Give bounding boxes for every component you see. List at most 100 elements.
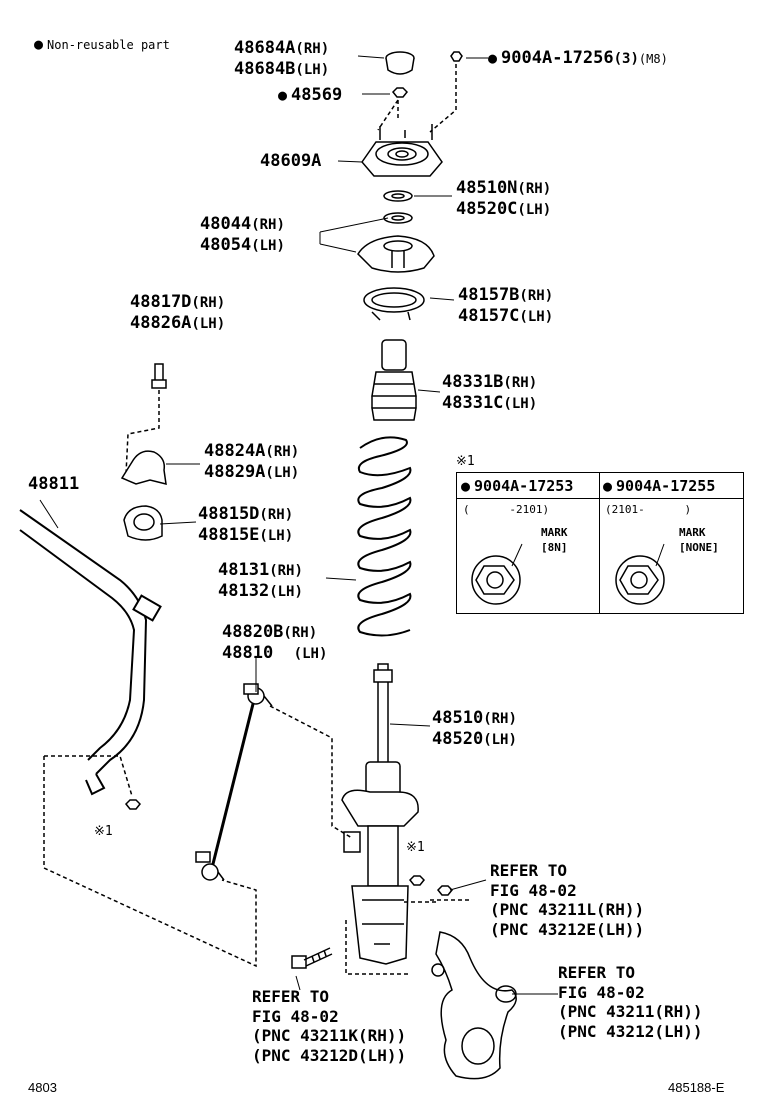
legend-text: Non-reusable part bbox=[47, 38, 170, 52]
part-side: (LH) bbox=[503, 396, 538, 412]
label-48044: 48044(RH)48054(LH) bbox=[200, 214, 285, 256]
part-side: (RH) bbox=[295, 41, 330, 57]
label-48331: 48331B(RH) 48331C(LH) bbox=[442, 372, 537, 414]
table-col-2: 9004A-17255 (2101- ) MARK [NONE] bbox=[599, 473, 743, 613]
part-number: 48157B bbox=[458, 285, 520, 305]
table-nut-1-drawing bbox=[471, 555, 521, 605]
part-number: 48044 bbox=[200, 214, 252, 234]
part-number: 48684B bbox=[234, 59, 296, 79]
part-number: 48684A bbox=[234, 38, 296, 58]
label-48824: 48824A(RH)48829A(LH) bbox=[204, 441, 299, 483]
label-48569: 48569 bbox=[278, 85, 342, 105]
part-number: 48815E bbox=[198, 525, 260, 545]
part-side: (RH) bbox=[483, 711, 517, 727]
part-side: (RH) bbox=[191, 295, 226, 311]
part-side: (LH) bbox=[269, 584, 303, 600]
bump-stop-drawing bbox=[371, 339, 417, 421]
table-title: ※1 bbox=[456, 454, 475, 469]
label-48510: 48510(RH)48520(LH) bbox=[432, 708, 517, 750]
part-side: (RH) bbox=[517, 181, 552, 197]
part-number: 48510N bbox=[456, 178, 518, 198]
part-side: (LH) bbox=[517, 202, 552, 218]
footer-right: 485188-E bbox=[668, 1080, 725, 1095]
part-side: (LH) bbox=[259, 528, 294, 544]
label-48510N: 48510N(RH)48520C(LH) bbox=[456, 178, 551, 220]
ref-line: FIG 48-02 bbox=[490, 880, 577, 900]
part-number: 48131 bbox=[218, 560, 270, 580]
part-side: (LH) bbox=[191, 316, 226, 332]
stabilizer-bar-drawing bbox=[19, 509, 162, 796]
part-side: (RH) bbox=[259, 507, 294, 523]
knuckle-drawing bbox=[431, 931, 517, 1080]
ref-line: (PNC 43211K(RH)) bbox=[252, 1026, 407, 1045]
part-side: (LH) bbox=[265, 465, 300, 481]
part-number: 48054 bbox=[200, 235, 252, 255]
leader-lines bbox=[39, 55, 558, 995]
part-side: (LH) bbox=[519, 309, 554, 325]
part-side: (RH) bbox=[519, 288, 554, 304]
stabilizer-link-drawing bbox=[195, 683, 273, 881]
dust-cap-drawing bbox=[385, 51, 415, 75]
ref-line: (PNC 43212(LH)) bbox=[558, 1021, 703, 1041]
part-number: 9004A-17253 bbox=[474, 477, 574, 495]
nut-9004A-17256-drawing bbox=[450, 51, 463, 62]
label-48609A: 48609A bbox=[260, 151, 321, 171]
part-number: 48810 bbox=[222, 643, 274, 663]
nut-48569-drawing bbox=[391, 87, 409, 98]
part-number: 48815D bbox=[198, 504, 260, 524]
bolt-lower-drawing bbox=[291, 947, 333, 969]
ref-line: FIG 48-02 bbox=[252, 1006, 339, 1026]
part-size: (M8) bbox=[638, 52, 668, 66]
ref-line: REFER TO bbox=[558, 963, 636, 982]
part-number: 48609A bbox=[260, 151, 322, 171]
part-side: (LH) bbox=[251, 238, 285, 254]
part-number: 9004A-17256 bbox=[501, 48, 614, 68]
part-side: (RH) bbox=[265, 444, 300, 460]
part-number: 48820B bbox=[222, 622, 284, 642]
ref-line: (PNC 43212D(LH)) bbox=[252, 1045, 407, 1065]
table-col-2-part: 9004A-17255 bbox=[599, 473, 743, 499]
label-48157: 48157B(RH) 48157C(LH) bbox=[458, 285, 553, 327]
part-side: (LH) bbox=[483, 732, 517, 748]
part-number: 48811 bbox=[28, 474, 80, 494]
part-number: 48157C bbox=[458, 306, 520, 326]
nut-variant-table: 9004A-17253 ( -2101) MARK [8N] 9004A-172… bbox=[456, 472, 744, 614]
part-number: 48331C bbox=[442, 393, 504, 413]
part-number: 48132 bbox=[218, 581, 270, 601]
part-number: 48824A bbox=[204, 441, 266, 461]
footer-left: 4803 bbox=[28, 1080, 57, 1095]
part-number: 48510 bbox=[432, 708, 484, 728]
table-col-2-mark: MARK [NONE] bbox=[679, 526, 719, 554]
legend: Non-reusable part bbox=[34, 34, 170, 55]
strut-drawing bbox=[341, 663, 419, 965]
label-48684: 48684A(RH) 48684B(LH) bbox=[234, 38, 329, 80]
label-48817: 48817D(RH)48826A(LH) bbox=[130, 292, 225, 334]
part-number: 9004A-17255 bbox=[616, 477, 716, 495]
label-48820: 48820B(RH)48810 (LH) bbox=[222, 622, 327, 664]
part-number: 48826A bbox=[130, 313, 192, 333]
ref-line: (PNC 43211(RH)) bbox=[558, 1002, 703, 1021]
label-48131: 48131(RH)48132(LH) bbox=[218, 560, 303, 602]
table-col-1-part: 9004A-17253 bbox=[457, 473, 599, 499]
ref-line: FIG 48-02 bbox=[558, 982, 645, 1002]
table-col-1: 9004A-17253 ( -2101) MARK [8N] bbox=[457, 473, 600, 613]
table-col-1-mark: MARK [8N] bbox=[541, 526, 568, 554]
ref-line: (PNC 43211L(RH)) bbox=[490, 900, 645, 919]
part-side: (RH) bbox=[503, 375, 538, 391]
upper-support-drawing bbox=[361, 124, 443, 177]
bushing-drawing bbox=[123, 505, 163, 541]
note-mark-strut: ※1 bbox=[406, 840, 425, 855]
part-number: 48331B bbox=[442, 372, 504, 392]
table-nut-2-drawing bbox=[615, 555, 665, 605]
label-48811: 48811 bbox=[28, 474, 79, 494]
insulator-drawing bbox=[363, 287, 425, 321]
ref-line: REFER TO bbox=[490, 861, 568, 880]
part-qty: (3) bbox=[613, 51, 639, 67]
part-side: (LH) bbox=[295, 62, 330, 78]
label-48815: 48815D(RH) 48815E(LH) bbox=[198, 504, 293, 546]
ref-line: (PNC 43212E(LH)) bbox=[490, 919, 645, 939]
